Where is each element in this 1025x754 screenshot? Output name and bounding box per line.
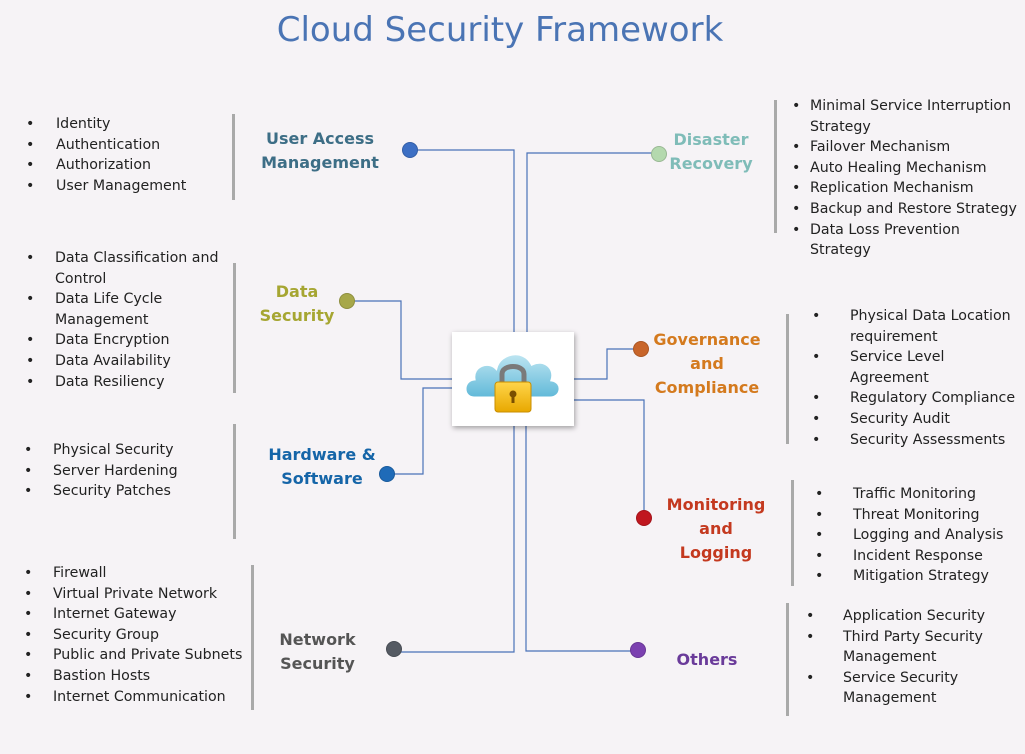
- divider: [786, 314, 789, 444]
- divider: [233, 263, 236, 393]
- dot-network-security: [386, 641, 402, 657]
- category-disaster-recovery: Disaster Recovery: [669, 130, 753, 173]
- list-item: Security Assessments: [812, 430, 1017, 451]
- category-data-security: Data Security: [259, 282, 335, 325]
- list-item: Firewall: [24, 563, 249, 584]
- list-item: Incident Response: [815, 546, 1015, 567]
- network-security-list: Firewall Virtual Private Network Interne…: [24, 563, 249, 707]
- list-item: Logging and Analysis: [815, 525, 1015, 546]
- data-security-list: Data Classification and Control Data Lif…: [26, 248, 226, 392]
- divider: [774, 100, 777, 233]
- list-item: Replication Mechanism: [792, 178, 1017, 199]
- list-item: Threat Monitoring: [815, 505, 1015, 526]
- category-network-security: Network Security: [279, 630, 356, 673]
- connector-data-security: [347, 300, 452, 380]
- list-item: Service Level Agreement: [812, 347, 1017, 388]
- divider: [233, 424, 236, 539]
- list-item: Data Classification and Control: [26, 248, 226, 289]
- list-item: Security Patches: [24, 481, 224, 502]
- list-item: Public and Private Subnets: [24, 645, 249, 666]
- divider: [786, 603, 789, 716]
- list-item: Internet Communication: [24, 687, 249, 708]
- list-item: Minimal Service Interruption Strategy: [792, 96, 1017, 137]
- list-item: Security Audit: [812, 409, 1017, 430]
- category-others: Others: [676, 650, 738, 669]
- list-item: Traffic Monitoring: [815, 484, 1015, 505]
- connector-others: [525, 426, 638, 652]
- others-list: Application Security Third Party Securit…: [806, 606, 1006, 709]
- list-item: Failover Mechanism: [792, 137, 1017, 158]
- dot-governance: [633, 341, 649, 357]
- hardware-software-list: Physical Security Server Hardening Secur…: [24, 440, 224, 502]
- divider: [251, 565, 254, 710]
- list-item: Identity: [26, 114, 226, 135]
- dot-data-security: [339, 293, 355, 309]
- list-item: Regulatory Compliance: [812, 388, 1017, 409]
- list-item: Server Hardening: [24, 461, 224, 482]
- connector-hardware-software: [387, 387, 452, 475]
- divider: [791, 480, 794, 586]
- monitoring-list: Traffic Monitoring Threat Monitoring Log…: [815, 484, 1015, 587]
- connector-governance: [574, 348, 641, 380]
- list-item: Application Security: [806, 606, 1006, 627]
- list-item: Physical Data Location requirement: [812, 306, 1017, 347]
- dot-disaster-recovery: [651, 146, 667, 162]
- dot-hardware-software: [379, 466, 395, 482]
- divider: [232, 114, 235, 200]
- disaster-recovery-list: Minimal Service Interruption Strategy Fa…: [792, 96, 1017, 261]
- dot-user-access: [402, 142, 418, 158]
- connector-monitoring: [574, 399, 645, 518]
- list-item: Backup and Restore Strategy: [792, 199, 1017, 220]
- list-item: Physical Security: [24, 440, 224, 461]
- list-item: Data Availability: [26, 351, 226, 372]
- list-item: Mitigation Strategy: [815, 566, 1015, 587]
- list-item: User Management: [26, 176, 226, 197]
- list-item: Service Security Management: [806, 668, 1006, 709]
- diagram-title: Cloud Security Framework: [276, 10, 724, 50]
- list-item: Data Loss Prevention Strategy: [792, 220, 1017, 261]
- category-user-access: User Access Management: [261, 129, 379, 172]
- dot-monitoring: [636, 510, 652, 526]
- list-item: Internet Gateway: [24, 604, 249, 625]
- list-item: Bastion Hosts: [24, 666, 249, 687]
- dot-others: [630, 642, 646, 658]
- category-hardware-software: Hardware & Software: [268, 445, 376, 488]
- category-governance: Governance and Compliance: [653, 330, 761, 397]
- list-item: Security Group: [24, 625, 249, 646]
- cloud-lock-icon: [463, 352, 562, 413]
- connector-network-security: [394, 426, 515, 653]
- connector-user-access: [410, 149, 515, 332]
- list-item: Data Life Cycle Management: [26, 289, 226, 330]
- cloud-lock-box: [452, 332, 574, 426]
- list-item: Third Party Security Management: [806, 627, 1006, 668]
- list-item: Virtual Private Network: [24, 584, 249, 605]
- connector-disaster-recovery: [526, 152, 659, 332]
- list-item: Data Encryption: [26, 330, 226, 351]
- user-access-list: Identity Authentication Authorization Us…: [26, 114, 226, 196]
- category-monitoring: Monitoring and Logging: [666, 495, 766, 562]
- list-item: Authentication: [26, 135, 226, 156]
- list-item: Authorization: [26, 155, 226, 176]
- list-item: Auto Healing Mechanism: [792, 158, 1017, 179]
- governance-list: Physical Data Location requirement Servi…: [812, 306, 1017, 450]
- list-item: Data Resiliency: [26, 372, 226, 393]
